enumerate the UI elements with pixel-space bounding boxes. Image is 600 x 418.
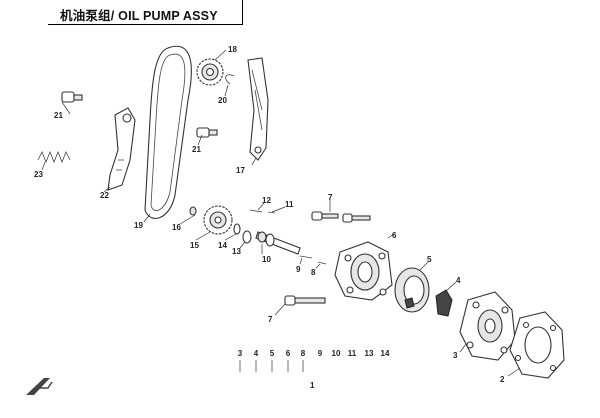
part-washer-14: [233, 223, 241, 235]
part-pin-9: [299, 255, 313, 259]
callout-3: 3: [453, 351, 458, 360]
part-chain: [144, 45, 192, 219]
part-bolts-7-upper: [311, 211, 371, 223]
part-washer-13: [242, 230, 252, 244]
diagram-title: 机油泵组/ OIL PUMP ASSY: [60, 9, 218, 23]
part-spring: [37, 150, 71, 164]
leader-lines: [41, 49, 521, 377]
callout-2: 2: [500, 375, 505, 384]
callout-7-lower: 7: [268, 315, 273, 324]
part-pin-12: [249, 209, 263, 213]
callout-20: 20: [218, 96, 227, 105]
kit-list-item: 13: [365, 349, 374, 358]
callout-9: 9: [296, 265, 301, 274]
part-shaft: [255, 231, 301, 255]
part-key-16: [189, 206, 197, 216]
callout-19: 19: [134, 221, 143, 230]
callout-8: 8: [311, 268, 316, 277]
callout-16: 16: [172, 223, 181, 232]
kit-list-item: 14: [381, 349, 390, 358]
part-gasket: [509, 311, 565, 379]
kit-list-item: 6: [286, 349, 291, 358]
callout-15: 15: [190, 241, 199, 250]
part-pin-8: [317, 261, 327, 265]
callout-4: 4: [456, 276, 461, 285]
callout-22: 22: [100, 191, 109, 200]
part-tensioner-blade: [247, 57, 269, 161]
callout-1: 1: [310, 381, 315, 390]
part-sprocket-top: [196, 58, 224, 86]
callout-5: 5: [427, 255, 432, 264]
part-bolt-upper: [61, 91, 83, 103]
kit-list-item: 11: [348, 349, 357, 358]
part-inner-rotor: [435, 289, 453, 317]
callout-11: 11: [285, 200, 294, 209]
callout-6: 6: [392, 231, 397, 240]
callout-10: 10: [262, 255, 271, 264]
callout-17: 17: [236, 166, 245, 175]
callout-21-upper: 21: [54, 111, 63, 120]
callout-21-middle: 21: [192, 145, 201, 154]
callout-7-upper: 7: [328, 193, 333, 202]
part-circlip: [225, 74, 235, 85]
kit-list-item: 10: [332, 349, 341, 358]
part-sprocket-lower: [203, 205, 233, 235]
part-outer-rotor: [394, 267, 430, 313]
kit-list-item: 4: [254, 349, 259, 358]
callout-12: 12: [262, 196, 271, 205]
part-bolt-middle: [196, 127, 218, 138]
title-block: 机油泵组/ OIL PUMP ASSY: [48, 0, 243, 25]
kit-list-item: 3: [238, 349, 243, 358]
callout-23: 23: [34, 170, 43, 179]
brand-logo: [26, 378, 53, 395]
part-pump-body: [334, 241, 393, 301]
part-chain-guide: [107, 107, 136, 191]
kit-list-item: 8: [301, 349, 306, 358]
kit-list-item: 5: [270, 349, 275, 358]
callouts: 21 23 22 19 21 18 20 17 16 15 14 13 12 1…: [34, 45, 505, 390]
part-pump-cover: [459, 291, 516, 361]
part-pin-11: [267, 211, 276, 214]
kit-list-item: 9: [318, 349, 323, 358]
callout-14: 14: [218, 241, 227, 250]
callout-18: 18: [228, 45, 237, 54]
callout-13: 13: [232, 247, 241, 256]
part-bolt-7-lower: [284, 295, 326, 306]
kit-list: 3 4 5 6 8 9 10 11 13 14: [238, 349, 390, 358]
